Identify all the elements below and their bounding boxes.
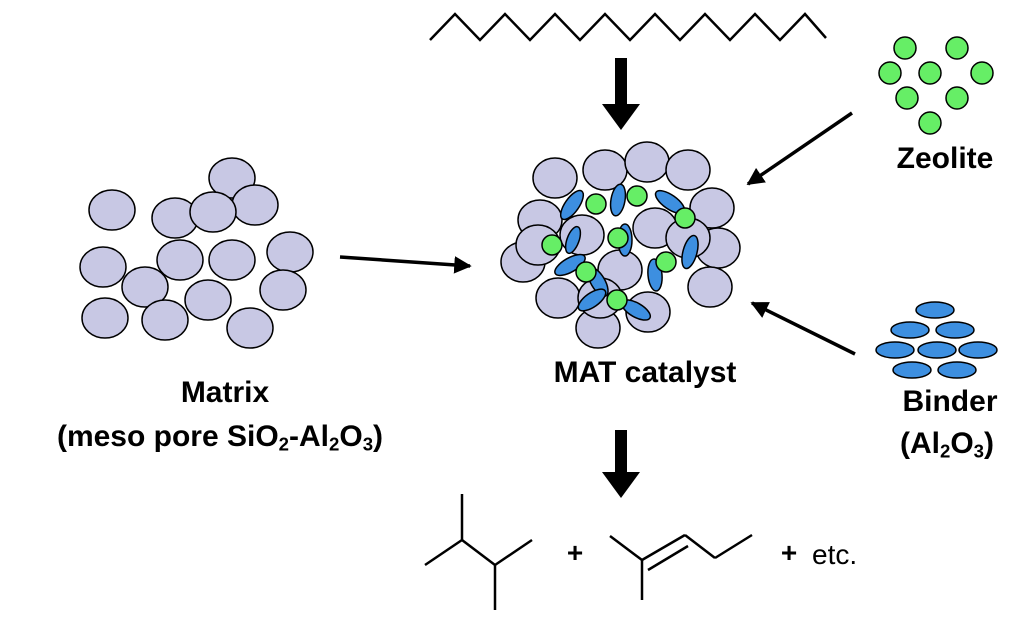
alkane-chain-icon [429,12,827,42]
matrix-particle [141,299,189,341]
catalyst-zeolite-particle [585,193,607,215]
matrix-particle [156,239,204,281]
binder-particle [937,361,977,379]
binder-arrow [750,301,856,356]
catalyst-binder-particle [609,183,627,217]
isobutane-skeleton-icon [424,494,533,610]
zeolite-particle [945,36,969,60]
matrix-description: (meso pore SiO2-Al2O3) [56,420,384,455]
zeolite-arrow [746,111,853,186]
binder-label: Binder [902,385,998,418]
product-arrow [602,430,640,498]
matrix-particle [231,184,279,226]
binder-particle [958,341,998,359]
binder-formula: (Al2O3) [899,427,995,462]
catalyst-zeolite-particle [575,261,597,283]
zeolite-particle [893,36,917,60]
binder-particle [915,301,955,319]
catalyst-matrix-particle [532,157,578,199]
catalyst-zeolite-particle [607,227,629,249]
catalyst-zeolite-particle [626,185,648,207]
catalyst-zeolite-particle [541,234,563,256]
catalyst-binder-particle [554,253,586,277]
matrix-particle [259,269,307,311]
matrix-arrow [339,255,472,274]
catalyst-zeolite-particle [655,251,677,273]
zeolite-particle [878,61,902,85]
matrix-particle [226,307,274,349]
matrix-particle [88,189,136,231]
matrix-particle [189,191,237,233]
matrix-label: Matrix [180,376,270,409]
etc-label: etc. [812,539,858,570]
matrix-particle [184,279,232,321]
catalyst-matrix-particle [535,277,581,319]
zeolite-particle-cluster [878,36,994,135]
plus-sign-2: + [780,537,798,568]
zeolite-particle [918,61,942,85]
binder-particle [935,321,975,339]
zeolite-particle [918,111,942,135]
binder-particle [890,321,930,339]
matrix-particle-cluster [79,157,314,349]
matrix-particle [266,231,314,273]
zeolite-particle [945,86,969,110]
catalyst-matrix-particle [624,141,670,183]
binder-particle [917,341,957,359]
mat-catalyst-label: MAT catalyst [553,356,737,389]
catalyst-matrix-particle [665,149,711,191]
catalyst-binder-particle [577,288,607,312]
plus-sign-1: + [566,537,584,568]
binder-particle [892,361,932,379]
zeolite-particle [895,86,919,110]
catalyst-binder-particle [559,189,585,221]
matrix-particle [121,266,169,308]
matrix-particle [79,246,127,288]
matrix-particle [81,297,129,339]
catalyst-binder-particle [564,225,582,255]
zeolite-label: Zeolite [896,142,994,175]
binder-particle-cluster [875,301,998,379]
catalyst-zeolite-particle [606,289,628,311]
zeolite-particle [970,61,994,85]
pentene-skeleton-icon [609,533,753,600]
matrix-particle [208,239,256,281]
catalyst-binder-particle [681,234,699,270]
mat-catalyst-particle [500,141,741,349]
catalyst-matrix-particle [687,266,733,308]
catalyst-zeolite-particle [674,207,696,229]
binder-particle [875,341,915,359]
feed-arrow [602,58,640,130]
